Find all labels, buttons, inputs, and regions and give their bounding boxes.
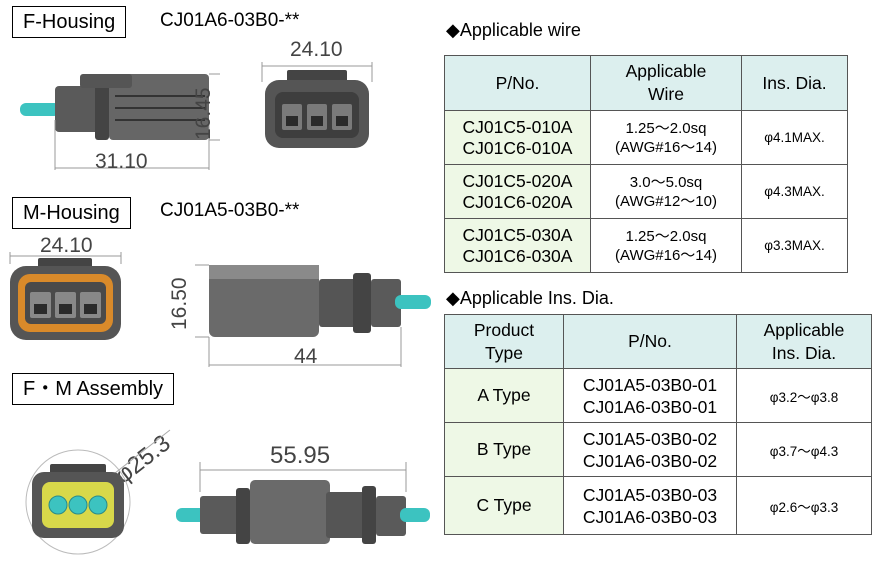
m-housing-height-dim: 16.50	[168, 277, 191, 330]
f-housing-width-dim: 24.10	[290, 38, 343, 61]
assembly-length-dim: 55.95	[270, 442, 331, 469]
wire-table-header-wire: Applicable Wire	[590, 55, 742, 111]
m-housing-side-drawing	[195, 264, 431, 367]
assembly-side-drawing	[176, 462, 430, 544]
m-housing-label: M-Housing	[12, 197, 131, 229]
f-housing-front-drawing	[261, 62, 373, 148]
assembly-front-drawing	[25, 429, 171, 555]
f-housing-height-dim: 16.45	[192, 87, 215, 140]
dia-row-type: A Type	[444, 368, 564, 423]
f-housing-label: F-Housing	[12, 6, 127, 38]
wire-row-dia: φ4.3MAX.	[741, 164, 848, 219]
m-housing-width-dim: 24.10	[40, 234, 93, 257]
f-housing-side-drawing	[20, 73, 220, 170]
dia-row-type: C Type	[444, 476, 564, 535]
f-housing-length-dim: 31.10	[95, 150, 148, 173]
m-housing-front-drawing	[9, 252, 122, 340]
dia-table-header-dia: Applicable Ins. Dia.	[736, 314, 872, 369]
m-housing-length-dim: 44	[294, 345, 318, 368]
m-housing-part-number: CJ01A5-03B0-**	[160, 200, 300, 221]
wire-row-dia: φ4.1MAX.	[741, 110, 848, 165]
f-housing-part-number: CJ01A6-03B0-**	[160, 10, 300, 31]
dia-row-dia: φ3.7～φ4.3	[736, 422, 872, 477]
dia-table-header-type: Product Type	[444, 314, 564, 369]
dia-row-type: B Type	[444, 422, 564, 477]
wire-row-dia: φ3.3MAX.	[741, 218, 848, 273]
wire-row-wire: 1.25～2.0sq(AWG#16～14)	[590, 110, 742, 165]
wire-row-wire: 1.25～2.0sq(AWG#16～14)	[590, 218, 742, 273]
dia-row-dia: φ3.2～φ3.8	[736, 368, 872, 423]
wire-table-header-dia: Ins. Dia.	[741, 55, 848, 111]
wire-row-wire: 3.0～5.0sq(AWG#12～10)	[590, 164, 742, 219]
dia-table-header-pno: P/No.	[563, 314, 737, 369]
wire-table-heading: ◆Applicable wire	[446, 20, 581, 40]
dia-table: Product Type P/No. Applicable Ins. Dia. …	[444, 314, 872, 535]
dia-table-heading: ◆Applicable Ins. Dia.	[446, 288, 614, 308]
dia-row-dia: φ2.6～φ3.3	[736, 476, 872, 535]
assembly-label: F・M Assembly	[12, 373, 175, 405]
wire-table-header-pno: P/No.	[444, 55, 591, 111]
wire-table: P/No. Applicable Wire Ins. Dia. CJ01C5-0…	[444, 55, 848, 273]
